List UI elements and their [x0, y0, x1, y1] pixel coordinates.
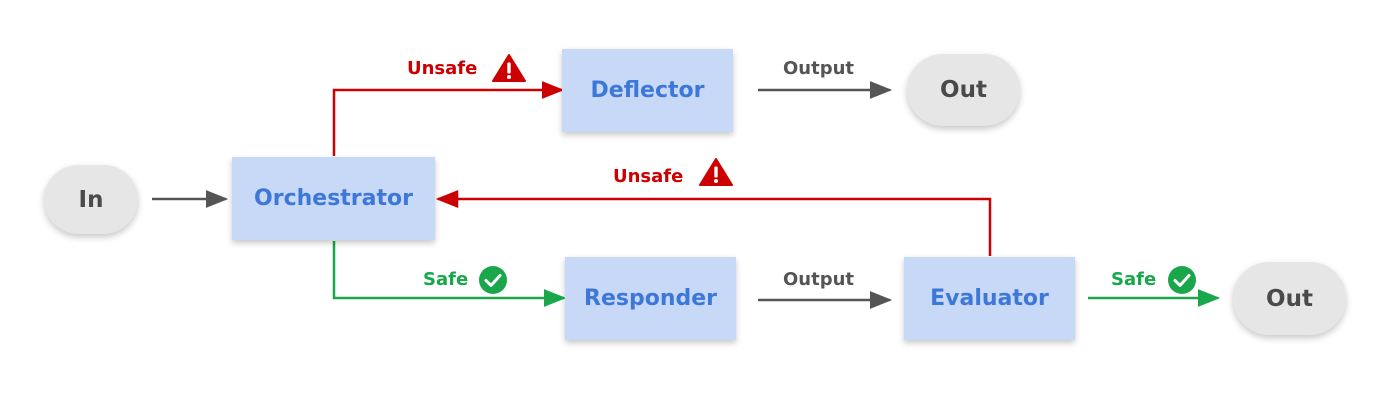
orchestrator-node: Orchestrator: [232, 157, 435, 240]
deflector-node-label: Deflector: [590, 78, 705, 103]
output-node-bottom: Out: [1233, 262, 1346, 335]
check-circle-icon: [1168, 266, 1196, 294]
check-circle-icon: [479, 266, 507, 294]
evaluator-node-label: Evaluator: [930, 286, 1049, 311]
evaluator-node: Evaluator: [904, 257, 1075, 340]
responder-node: Responder: [565, 257, 736, 340]
warning-triangle-icon: [699, 158, 733, 186]
edge-orchestrator-to-deflector: [332, 81, 565, 156]
output-node-bottom-label: Out: [1266, 285, 1313, 312]
responder-node-label: Responder: [584, 286, 717, 311]
edge-label-safe-responder: Safe: [423, 269, 469, 290]
orchestrator-node-label: Orchestrator: [254, 186, 413, 211]
edge-label-unsafe-deflector: Unsafe: [407, 58, 478, 79]
input-node-label: In: [78, 186, 104, 213]
deflector-node: Deflector: [562, 49, 733, 132]
edge-evaluator-to-orchestrator: [435, 190, 992, 256]
edge-orchestrator-to-responder: [332, 241, 567, 307]
output-node-top: Out: [907, 54, 1020, 126]
input-node: In: [44, 165, 138, 234]
edge-label-unsafe-evaluator: Unsafe: [613, 166, 684, 187]
edge-label-output-deflector: Output: [783, 58, 855, 79]
warning-triangle-icon: [492, 54, 526, 82]
edge-label-output-responder: Output: [783, 269, 855, 290]
edge-label-safe-out: Safe: [1111, 269, 1157, 290]
output-node-top-label: Out: [940, 77, 987, 103]
